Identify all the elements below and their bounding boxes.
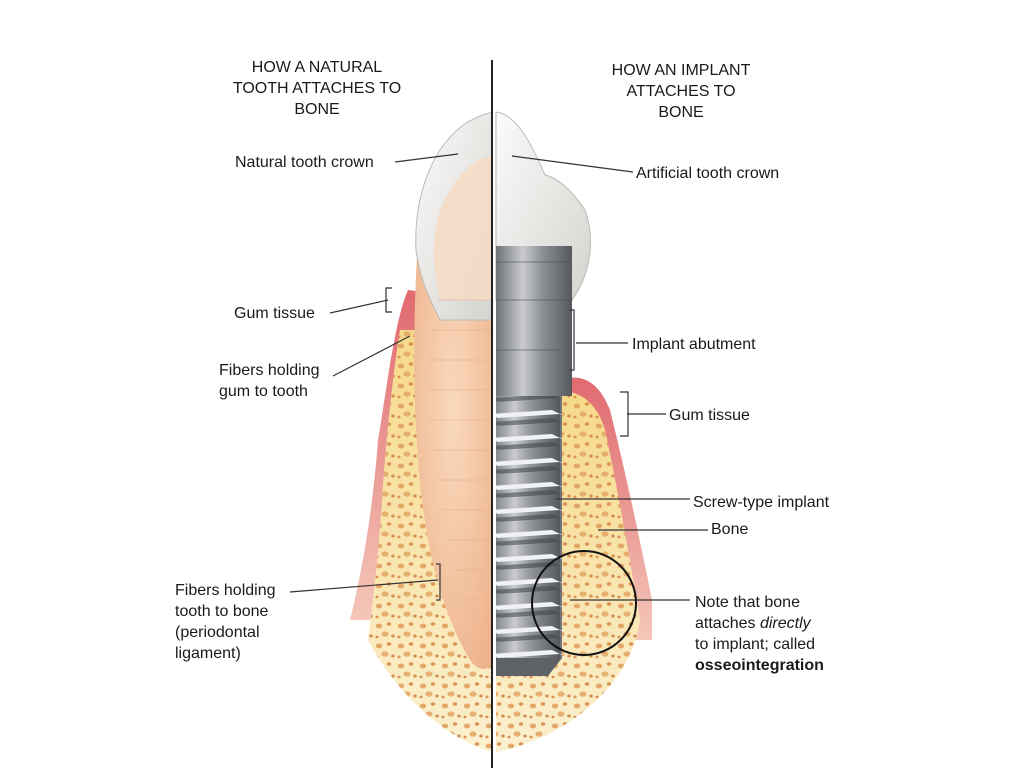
gum-tissue-left-label: Gum tissue <box>234 305 315 322</box>
implant-abutment-label: Implant abutment <box>632 336 756 353</box>
fibers-bone-line: Fibers holding <box>175 582 276 599</box>
fibers-gum-line: Fibers holding <box>219 362 320 379</box>
fibers-gum-label: Fibers holding gum to tooth <box>219 360 320 402</box>
fibers-bone-label: Fibers holding tooth to bone (periodonta… <box>175 580 276 664</box>
note-bold-term: osseointegration <box>695 657 824 674</box>
right-header-line: BONE <box>658 104 704 121</box>
implant-side <box>495 111 652 752</box>
gum-tissue-right-label: Gum tissue <box>669 407 750 424</box>
leader-lines <box>289 153 708 601</box>
note-line: to implant; called <box>695 636 816 653</box>
left-header: HOW A NATURAL TOOTH ATTACHES TO BONE <box>212 57 422 120</box>
right-header: HOW AN IMPLANT ATTACHES TO BONE <box>578 60 784 123</box>
natural-root <box>414 240 492 669</box>
bone-label: Bone <box>711 521 749 538</box>
fibers-bone-line: tooth to bone <box>175 603 269 620</box>
natural-crown-label: Natural tooth crown <box>235 154 374 171</box>
right-header-line: ATTACHES TO <box>626 83 736 100</box>
note-line: Note that bone <box>695 594 800 611</box>
note-line: attaches directly <box>695 613 824 634</box>
osseointegration-circle <box>531 550 637 656</box>
note-emphasis: directly <box>759 615 811 632</box>
osseointegration-note: Note that bone attaches directly to impl… <box>695 592 824 676</box>
fibers-bone-line: (periodontal <box>175 624 260 641</box>
note-text: attaches <box>695 615 760 632</box>
implant-abutment <box>496 246 572 396</box>
fibers-bone-line: ligament) <box>175 645 241 662</box>
natural-tooth-side <box>350 111 493 752</box>
left-header-line: BONE <box>294 101 340 118</box>
artificial-crown-label: Artificial tooth crown <box>636 165 780 182</box>
fibers-gum-line: gum to tooth <box>219 383 308 400</box>
screw-implant-label: Screw-type implant <box>693 494 830 511</box>
right-header-line: HOW AN IMPLANT <box>611 62 751 79</box>
left-header-line: HOW A NATURAL <box>251 59 383 76</box>
screw-implant <box>496 396 562 658</box>
left-header-line: TOOTH ATTACHES TO <box>232 80 402 97</box>
